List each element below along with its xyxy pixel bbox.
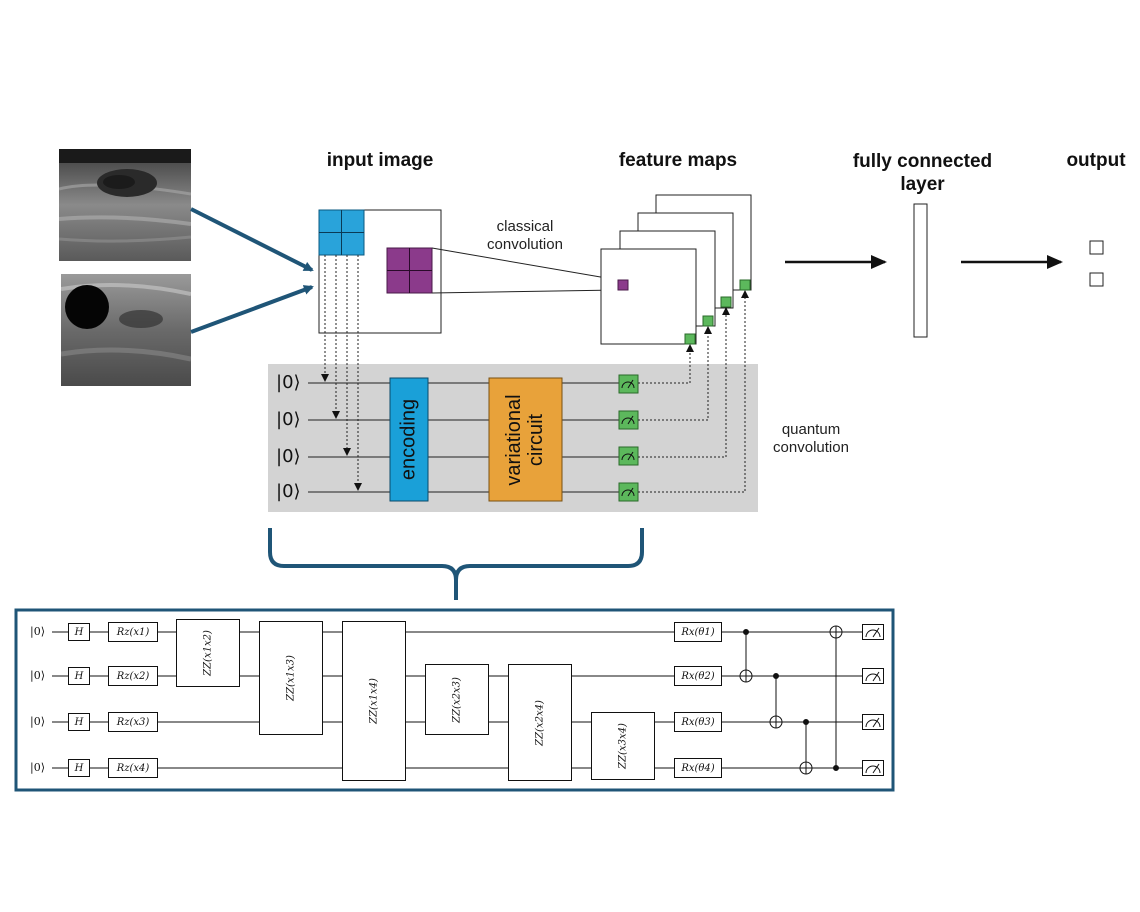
input-patch-blue [318, 209, 365, 256]
output-node-1 [1089, 240, 1104, 255]
title-input-image: input image [326, 150, 434, 171]
zz-gate-x1x4: ZZ(x1x4) [342, 621, 406, 781]
measure-icon-3 [862, 714, 884, 730]
circuit-ket-2: |0⟩ [30, 669, 45, 682]
circuit-ket-3: |0⟩ [30, 715, 45, 728]
input-patch-purple [386, 247, 433, 294]
arrow-top-image [190, 207, 314, 272]
encoding-label: encoding [397, 398, 420, 481]
zz-gate-x2x4: ZZ(x2x4) [508, 664, 572, 781]
measure-icon-4 [862, 760, 884, 776]
zz-gate-x1x2-label: ZZ(x1x2) [202, 630, 214, 676]
qubit-ket-4: |0⟩ [276, 481, 301, 502]
rx-gate-1: Rx(θ1) [674, 622, 722, 642]
measure-icon-2 [862, 668, 884, 684]
h-gate-4: H [68, 759, 90, 777]
h-gate-1: H [68, 623, 90, 641]
qubit-ket-1: |0⟩ [276, 372, 301, 393]
rx-gate-3: Rx(θ3) [674, 712, 722, 732]
zz-gate-x1x3: ZZ(x1x3) [259, 621, 323, 735]
ultrasound-image-bottom [61, 274, 191, 386]
zz-gate-x2x3-label: ZZ(x2x3) [451, 676, 463, 723]
quantum-measurements [618, 374, 639, 502]
zz-gate-x1x3-label: ZZ(x1x3) [285, 655, 297, 701]
h-gate-2: H [68, 667, 90, 685]
label-quantum-convolution: quantum convolution [773, 421, 849, 456]
rz-gate-2: Rz(x2) [108, 666, 158, 686]
feature-maps-stack [600, 194, 752, 345]
zz-gate-x2x3: ZZ(x2x3) [425, 664, 489, 735]
qubit-ket-2: |0⟩ [276, 409, 301, 430]
zz-gate-x1x2: ZZ(x1x2) [176, 619, 240, 687]
rz-gate-1: Rz(x1) [108, 622, 158, 642]
variational-label-text: variational circuit [503, 394, 547, 486]
zz-gate-x3x4: ZZ(x3x4) [591, 712, 655, 780]
circuit-ket-4: |0⟩ [30, 761, 45, 774]
encoding-block [389, 377, 429, 502]
circuit-ket-1: |0⟩ [30, 625, 45, 638]
qubit-ket-3: |0⟩ [276, 446, 301, 467]
h-gate-3: H [68, 713, 90, 731]
output-node-2 [1089, 272, 1104, 287]
ultrasound-image-top [59, 149, 191, 261]
title-fully-connected: fully connected layer [852, 151, 993, 195]
fully-connected-bar [913, 203, 928, 338]
arrow-bottom-image [190, 285, 314, 334]
rz-gate-3: Rz(x3) [108, 712, 158, 732]
rx-gate-2: Rx(θ2) [674, 666, 722, 686]
zz-gate-x1x4-label: ZZ(x1x4) [368, 678, 380, 724]
title-feature-maps: feature maps [618, 150, 738, 171]
brace [268, 528, 644, 600]
variational-label: variational circuit [503, 380, 547, 500]
zz-gate-x3x4-label: ZZ(x3x4) [617, 723, 629, 769]
zz-gate-x2x4-label: ZZ(x2x4) [534, 699, 546, 746]
measure-icon-1 [862, 624, 884, 640]
label-classical-convolution: classical convolution [487, 218, 563, 253]
title-output: output [1066, 150, 1126, 171]
rx-gate-4: Rx(θ4) [674, 758, 722, 778]
rz-gate-4: Rz(x4) [108, 758, 158, 778]
variational-block [488, 377, 563, 502]
